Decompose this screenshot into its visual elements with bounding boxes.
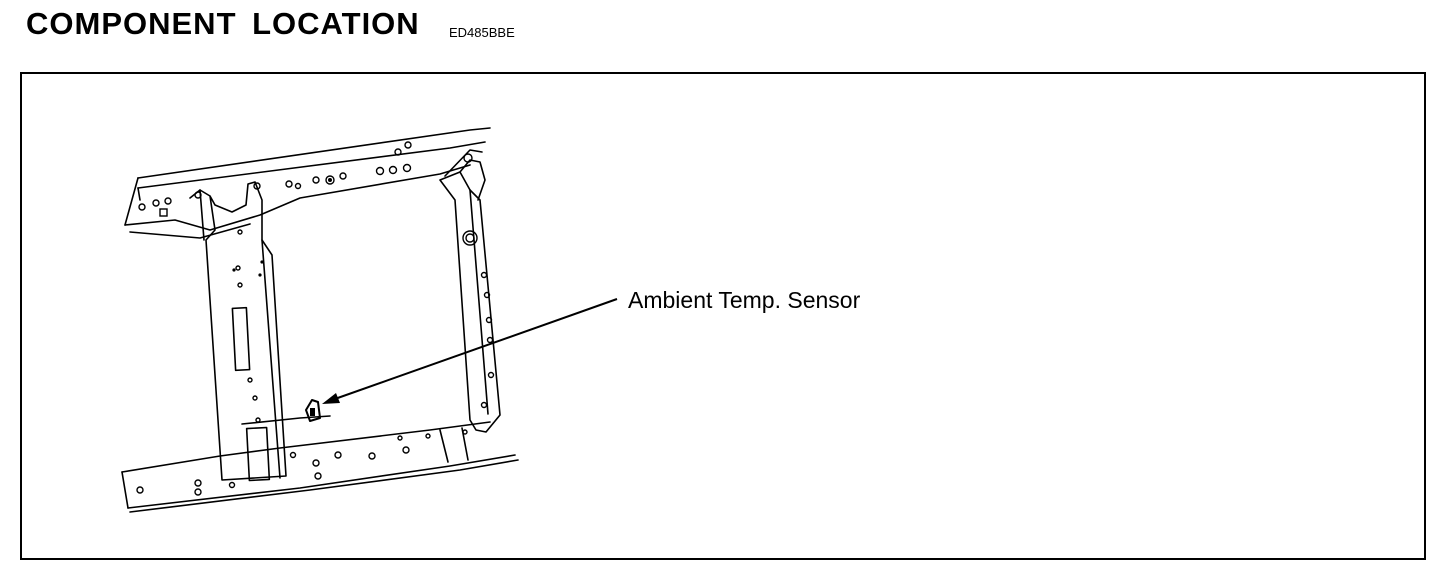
left-vertical-member <box>189 181 287 481</box>
right-vertical-member <box>439 171 501 433</box>
callout-leader <box>322 298 618 404</box>
rivet-marks <box>232 178 332 277</box>
upper-cross-member <box>124 127 491 239</box>
figure-frame <box>20 72 1426 560</box>
fastener-holes <box>136 141 495 496</box>
page-title: COMPONENT LOCATION <box>26 6 420 41</box>
ambient-temp-sensor <box>305 399 321 422</box>
document-code: ED485BBE <box>449 25 515 40</box>
lower-cross-member <box>121 421 519 513</box>
callout-label-ambient-temp-sensor: Ambient Temp. Sensor <box>628 287 861 313</box>
